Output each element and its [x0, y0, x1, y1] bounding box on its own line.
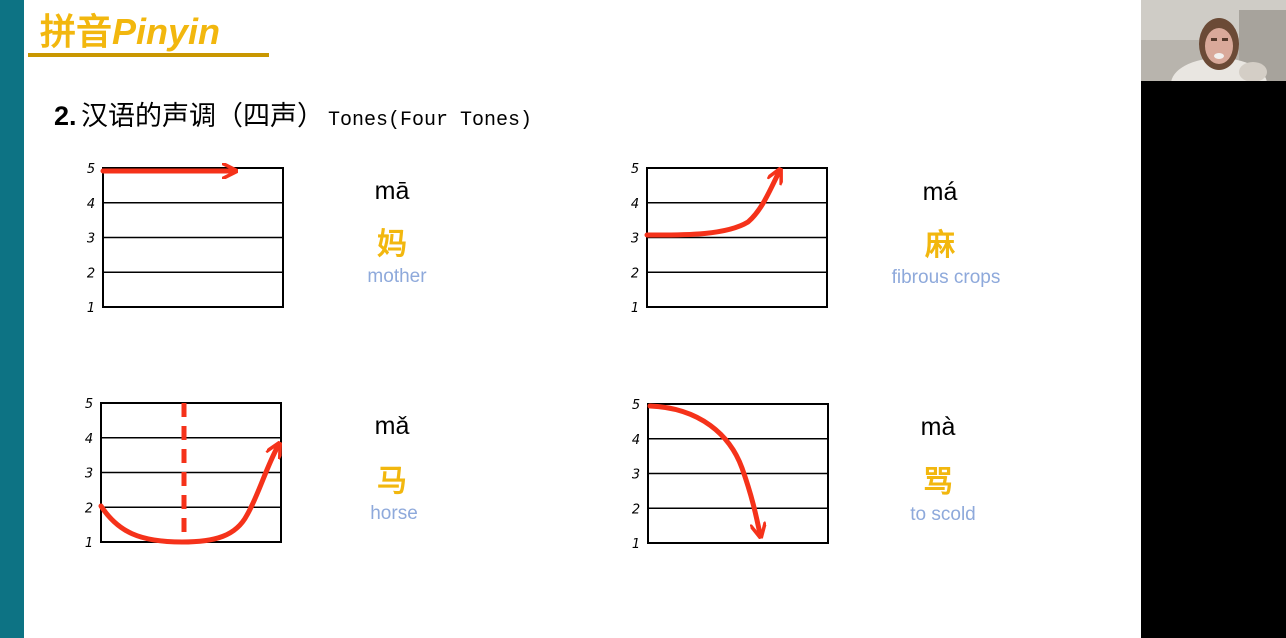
tone4-meaning: to scold [910, 504, 976, 525]
tone-level-label: 2 [87, 266, 95, 281]
tone-level-label: 4 [87, 197, 95, 212]
brand-underline [28, 53, 269, 57]
tone-chart-1: 5 4 3 2 1 [87, 162, 284, 316]
tone-level-label: 2 [85, 501, 93, 516]
heading-title-cn: 汉语的声调（四声） [80, 101, 324, 132]
tone-level-label: 3 [87, 232, 95, 247]
tone-level-label: 3 [85, 467, 93, 482]
tone-level-label: 4 [85, 432, 93, 447]
tone4-pinyin: mà [920, 413, 956, 441]
tone1-pinyin: mā [374, 177, 410, 205]
tone-level-label: 4 [632, 433, 640, 448]
tone-level-label: 3 [631, 232, 639, 247]
tone3-meaning: horse [370, 503, 418, 524]
tone-chart-2: 5 4 3 2 1 [631, 162, 828, 316]
slide: 拼音Pinyin 2. 汉语的声调（四声）Tones(Four Tones) [24, 0, 1141, 638]
tone2-pinyin: má [922, 178, 958, 206]
tone-level-label: 5 [631, 162, 639, 177]
tone-level-label: 2 [631, 266, 639, 281]
tone-level-label: 5 [632, 398, 640, 413]
tone-level-label: 5 [87, 162, 95, 177]
left-accent-bar [0, 0, 24, 638]
tone1-hanzi: 妈 [377, 227, 407, 262]
section-heading: 2. 汉语的声调（四声）Tones(Four Tones) [54, 94, 532, 133]
tone4-hanzi: 骂 [923, 465, 953, 500]
tone-level-label: 1 [632, 537, 640, 552]
heading-number: 2. [54, 101, 77, 131]
tone-level-label: 3 [632, 468, 640, 483]
tone-contour-arrow [644, 172, 779, 238]
tone3-hanzi: 马 [377, 464, 407, 499]
brand-title: 拼音Pinyin [40, 8, 220, 58]
tone-level-label: 1 [85, 536, 93, 551]
heading-title-en: Tones(Four Tones) [327, 109, 533, 132]
tone-level-label: 2 [632, 502, 640, 517]
brand-title-en: Pinyin [112, 11, 221, 52]
tone-level-label: 1 [631, 301, 639, 316]
tone2-meaning: fibrous crops [891, 267, 1001, 288]
tone-chart-4: 5 4 3 2 1 [632, 398, 829, 552]
tone1-meaning: mother [367, 266, 427, 287]
tone3-pinyin: mǎ [374, 412, 410, 440]
tone-chart-3: 5 4 3 2 1 [85, 397, 281, 551]
tone-level-label: 4 [631, 197, 639, 212]
tone2-hanzi: 麻 [925, 228, 955, 263]
webcam-thumbnail[interactable] [1141, 0, 1286, 81]
tone-level-label: 1 [87, 301, 95, 316]
video-panel [1141, 0, 1286, 638]
brand-title-cn: 拼音 [40, 12, 113, 53]
tone-contour-arrow [647, 403, 760, 534]
webcam-person-image [1141, 0, 1286, 81]
tone-level-label: 5 [85, 397, 93, 412]
tone-diagrams: 5 4 3 2 1 5 4 3 2 1 5 4 3 2 1 5 4 3 2 1 [85, 162, 829, 552]
tone-contour-arrow [98, 446, 278, 545]
